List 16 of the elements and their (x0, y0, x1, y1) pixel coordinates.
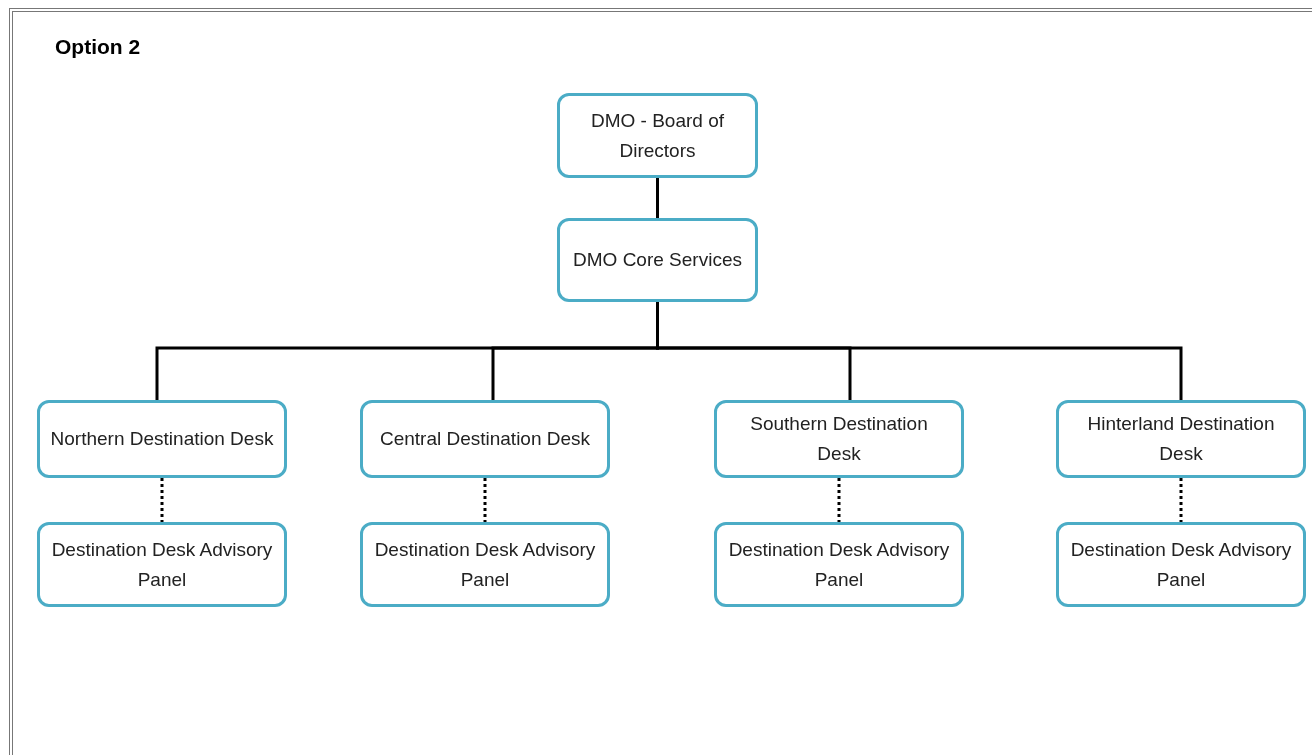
diagram-title: Option 2 (55, 35, 141, 59)
connector-line (656, 178, 659, 218)
org-box: Destination Desk Advisory Panel (360, 522, 610, 607)
dotted-connector (1179, 478, 1183, 522)
org-box: Central Destination Desk (360, 400, 610, 478)
org-box: Northern Destination Desk (37, 400, 287, 478)
org-box: Southern Destination Desk (714, 400, 964, 478)
org-box: Destination Desk Advisory Panel (37, 522, 287, 607)
dotted-connector (160, 478, 164, 522)
dotted-connector (483, 478, 487, 522)
org-box: Destination Desk Advisory Panel (714, 522, 964, 607)
org-box: DMO - Board of Directors (557, 93, 758, 178)
org-box: DMO Core Services (557, 218, 758, 302)
org-box: Destination Desk Advisory Panel (1056, 522, 1306, 607)
dotted-connector (837, 478, 841, 522)
org-box: Hinterland Destination Desk (1056, 400, 1306, 478)
